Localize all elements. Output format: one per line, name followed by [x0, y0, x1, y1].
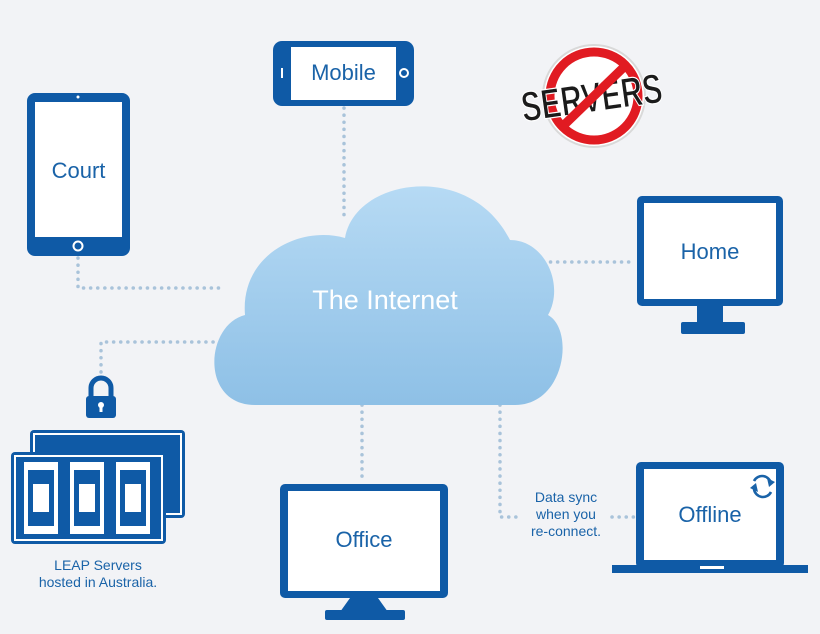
court-label: Court [51, 158, 106, 183]
leap-servers [11, 430, 185, 544]
sync-note-line1: Data sync [534, 489, 598, 505]
offline-laptop [612, 462, 808, 573]
sync-note-line2: when you [536, 506, 596, 522]
lock-icon [86, 375, 116, 418]
home-label: Home [680, 239, 740, 264]
office-monitor [280, 484, 448, 620]
sync-note-line3: re-connect. [530, 523, 602, 539]
court-tablet [27, 93, 130, 256]
connector-lines [76, 106, 638, 519]
offline-label: Offline [678, 502, 742, 527]
sync-icon [750, 474, 775, 499]
mobile-label: Mobile [311, 60, 376, 85]
sync-note: Data sync when you re-connect. [516, 489, 616, 540]
servers-caption: LEAP Servers hosted in Australia. [8, 557, 188, 591]
mobile-device [273, 41, 414, 106]
connector-servers [99, 340, 220, 374]
connector-court [76, 256, 227, 290]
internet-cloud [214, 186, 563, 405]
internet-label: The Internet [312, 285, 458, 315]
home-monitor [637, 196, 783, 334]
servers-caption-line2: hosted in Australia. [38, 574, 158, 590]
connector-offline [498, 403, 520, 519]
servers-caption-line1: LEAP Servers [54, 557, 142, 573]
no-servers-sign: SERVERS [517, 44, 666, 148]
office-label: Office [335, 527, 393, 552]
